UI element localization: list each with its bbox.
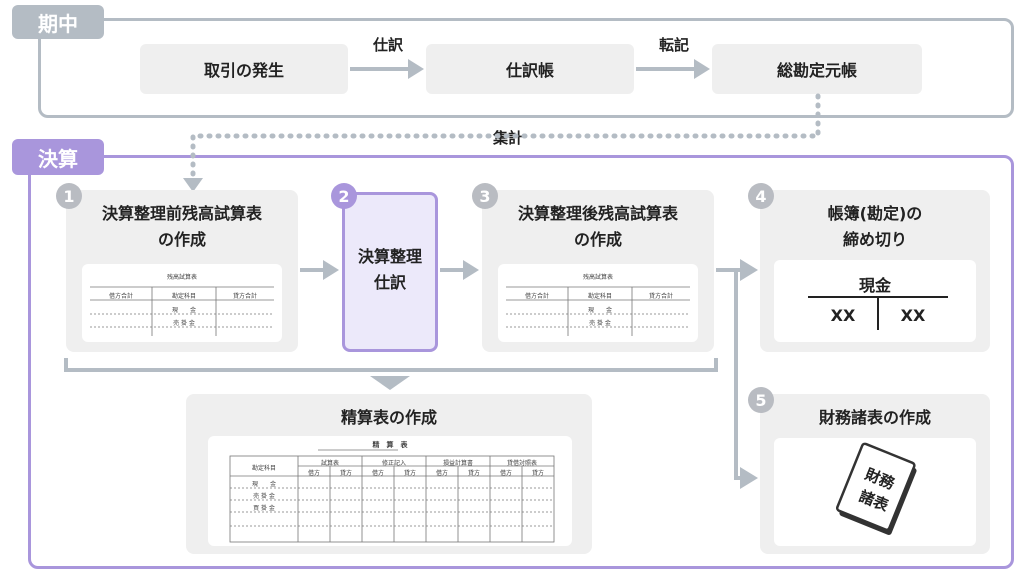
period-frame	[38, 18, 1014, 118]
step1-title-line2: の作成	[157, 230, 206, 249]
worksheet-sub-debit: 借方	[435, 470, 448, 477]
worksheet-group-income: 損益計算書	[442, 460, 473, 467]
worksheet-row-cash: 現 金	[251, 481, 276, 488]
ledger-credit-value: XX	[900, 306, 926, 325]
transaction-box: 取引の発生	[140, 44, 348, 94]
trial-balance-pre-doc: 残高試算表 借方合計 勘定科目 貸方合計 現 金 売 掛 金	[82, 264, 282, 342]
trial-balance-post-header-account: 勘定科目	[587, 293, 612, 300]
trial-balance-pre-title: 残高試算表	[166, 274, 197, 281]
step4-title-line2: 締め切り	[842, 230, 907, 249]
step4-badge: 4	[748, 183, 774, 209]
worksheet-group-balance: 貸借対照表	[506, 460, 537, 467]
worksheet-title: 精算表の作成	[340, 408, 437, 427]
worksheet-grid	[229, 449, 555, 543]
step4-card: 帳簿(勘定)の 締め切り 現金 XX XX	[760, 190, 990, 352]
trial-balance-post-header-debit: 借方合計	[524, 293, 549, 300]
step1-title-line1: 決算整理前残高試算表	[101, 204, 262, 223]
step3-title-line2: の作成	[573, 230, 622, 249]
worksheet-doc: 精 算 表 勘定科目 試算表 修正記入	[208, 436, 572, 546]
worksheet-row-receivable: 売 掛 金	[253, 493, 275, 500]
worksheet-row-payable: 買 掛 金	[253, 505, 275, 512]
worksheet-account-header: 勘定科目	[251, 465, 276, 472]
closing-tag: 決算	[12, 139, 104, 175]
worksheet-sub-credit: 貸方	[531, 470, 544, 477]
financial-statements-book-icon	[835, 442, 917, 535]
step2-badge: 2	[331, 183, 357, 209]
trial-balance-pre-row-cash: 現 金	[171, 307, 196, 314]
worksheet-sub-credit: 貸方	[403, 470, 416, 477]
worksheet-sub-debit: 借方	[307, 470, 320, 477]
worksheet-group-trial: 試算表	[320, 460, 339, 467]
ledger-t-lines	[808, 296, 948, 330]
trial-balance-post-grid	[506, 286, 690, 336]
worksheet-group-adjust: 修正記入	[381, 460, 406, 467]
worksheet-doc-title: 精 算 表	[372, 441, 408, 449]
journal-box: 仕訳帳	[426, 44, 634, 94]
step1-badge: 1	[56, 183, 82, 209]
trial-balance-pre-header-account: 勘定科目	[171, 293, 196, 300]
financial-statements-panel: 財務 諸表	[774, 438, 976, 546]
journalize-label: 仕訳	[372, 36, 403, 54]
period-tag: 期中	[12, 5, 104, 39]
worksheet-sub-debit: 借方	[371, 470, 384, 477]
worksheet-sub-credit: 貸方	[467, 470, 480, 477]
ledger-t-account: 現金 XX XX	[774, 260, 976, 342]
step2-title-line1: 決算整理	[357, 247, 422, 266]
worksheet-card: 精算表の作成 精 算 表 勘定科目	[186, 394, 592, 554]
step1-card: 決算整理前残高試算表 の作成 残高試算表 借方合計 勘定科目 貸方合計 現 金 …	[66, 190, 298, 352]
closing-frame	[28, 155, 1014, 569]
step5-badge: 5	[748, 387, 774, 413]
trial-balance-pre-row-receivable: 売 掛 金	[173, 320, 195, 327]
trial-balance-post-doc: 残高試算表 借方合計 勘定科目 貸方合計 現 金 売 掛 金	[498, 264, 698, 342]
trial-balance-post-title: 残高試算表	[582, 274, 613, 281]
trial-balance-post-row-cash: 現 金	[587, 307, 612, 314]
trial-balance-pre-header-debit: 借方合計	[108, 293, 133, 300]
step3-title-line1: 決算整理後残高試算表	[517, 204, 678, 223]
ledger-account-name: 現金	[858, 276, 891, 295]
trial-balance-pre-header-credit: 貸方合計	[232, 293, 257, 300]
step3-badge: 3	[472, 183, 498, 209]
trial-balance-post-row-receivable: 売 掛 金	[589, 320, 611, 327]
worksheet-sub-credit: 貸方	[339, 470, 352, 477]
step5-card: 財務諸表の作成 財務 諸表	[760, 394, 990, 554]
posting-label: 転記	[658, 36, 689, 54]
step5-title: 財務諸表の作成	[818, 408, 931, 427]
general-ledger-box: 総勘定元帳	[712, 44, 922, 94]
step2-card: 決算整理 仕訳	[342, 192, 438, 352]
step3-card: 決算整理後残高試算表 の作成 残高試算表 借方合計 勘定科目 貸方合計 現 金 …	[482, 190, 714, 352]
trial-balance-post-header-credit: 貸方合計	[648, 293, 673, 300]
step2-title-line2: 仕訳	[373, 273, 406, 292]
trial-balance-pre-grid	[90, 286, 274, 336]
worksheet-sub-debit: 借方	[499, 470, 512, 477]
step4-title-line1: 帳簿(勘定)の	[827, 204, 923, 223]
ledger-debit-value: XX	[830, 306, 856, 325]
